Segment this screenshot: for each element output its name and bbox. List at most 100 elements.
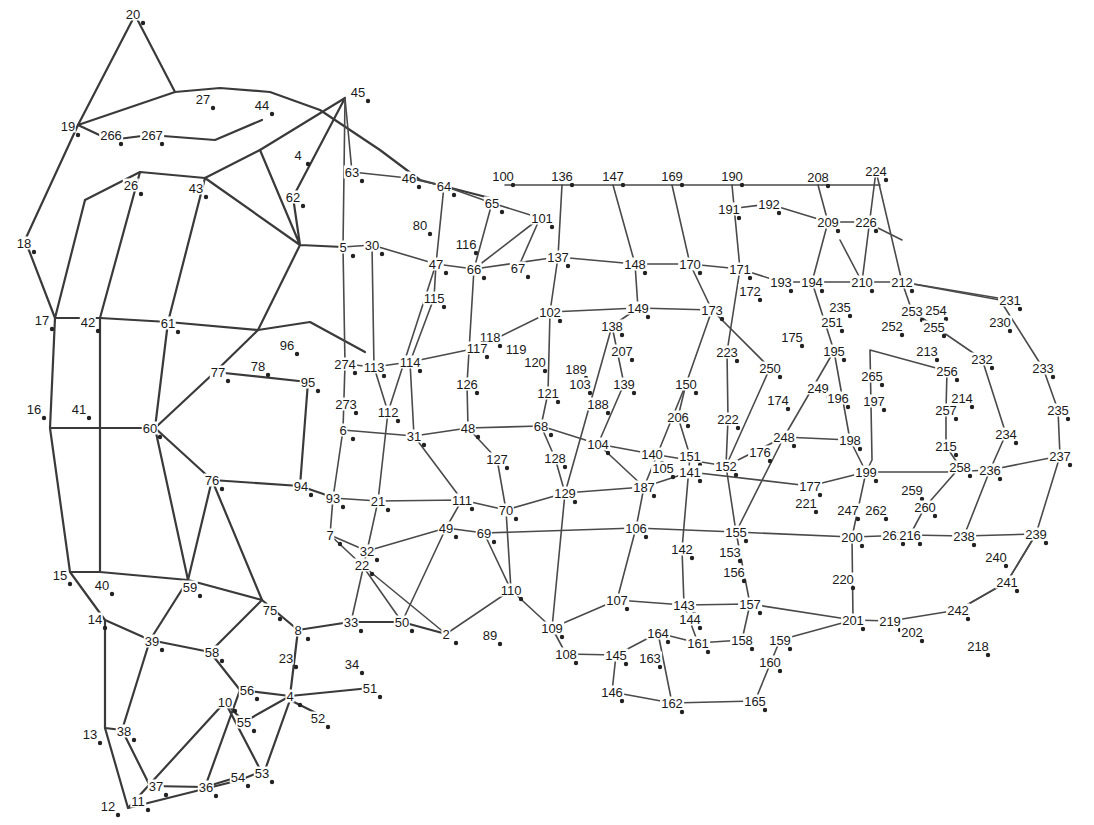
vertex-dot (606, 451, 610, 455)
vertex-dot (452, 193, 456, 197)
vertex-number: 165 (743, 695, 767, 708)
vertex-number: 221 (794, 497, 818, 510)
vertex-dot (954, 417, 958, 421)
vertex-number: 66 (466, 263, 482, 276)
vertex-dot (680, 183, 684, 187)
vertex-dot (270, 112, 274, 116)
vertex-number: 219 (878, 615, 902, 628)
vertex-dot (519, 597, 523, 601)
vertex-dot (736, 426, 740, 430)
vertex-dot (737, 216, 741, 220)
vertex-dot (396, 419, 400, 423)
vertex-dots (32, 21, 1072, 817)
vertex-number: 194 (800, 276, 824, 289)
vertex-dot (442, 305, 446, 309)
vertex-dot (620, 699, 624, 703)
vertex-dot (643, 271, 647, 275)
vertex-dot (738, 559, 742, 563)
vertex-number: 237 (1048, 450, 1072, 463)
vertex-dot (814, 510, 818, 514)
vertex-dot (570, 183, 574, 187)
vertex-dot (341, 505, 345, 509)
vertex-number: 173 (700, 304, 724, 317)
vertex-number: 206 (666, 411, 690, 424)
vertex-number: 115 (423, 292, 446, 305)
vertex-dot (933, 514, 937, 518)
vertex-number: 158 (730, 634, 754, 647)
vertex-dot (748, 276, 752, 280)
vertex-number: 169 (660, 170, 684, 183)
vertex-number: 262 (864, 504, 888, 517)
vertex-number: 76 (204, 474, 220, 487)
vertex-dot (744, 539, 748, 543)
vertex-number: 176 (748, 446, 772, 459)
vertex-number: 250 (758, 362, 782, 375)
vertex-number: 213 (915, 345, 939, 358)
vertex-number: 23 (278, 652, 294, 665)
vertex-dot (351, 437, 355, 441)
vertex-number: 70 (498, 504, 514, 517)
vertex-dot (861, 627, 865, 631)
vertex-number: 137 (546, 251, 570, 264)
vertex-dot (560, 635, 564, 639)
vertex-number: 153 (718, 546, 742, 559)
vertex-dot (380, 252, 384, 256)
vertex-number: 112 (377, 406, 400, 419)
vertex-dot (966, 617, 970, 621)
vertex-number: 174 (766, 394, 790, 407)
vertex-dot (778, 375, 782, 379)
vertex-dot (874, 229, 878, 233)
vertex-number: 31 (406, 430, 422, 443)
vertex-dot (671, 475, 675, 479)
vertex-dot (686, 424, 690, 428)
vertex-number: 145 (604, 649, 628, 662)
vertex-number: 218 (966, 640, 990, 653)
vertex-number: 152 (714, 460, 738, 473)
vertex-dot (294, 665, 298, 669)
vertex-dot (278, 617, 282, 621)
vertex-number: 109 (540, 622, 564, 635)
vertex-number: 256 (935, 365, 959, 378)
vertex-number: 220 (831, 573, 855, 586)
vertex-dot (141, 21, 145, 25)
vertex-number: 223 (715, 346, 739, 359)
vertex-number: 216 (898, 529, 922, 542)
vertex-dot (1044, 541, 1048, 545)
vertex-number: 106 (624, 522, 648, 535)
vertex-number: 113 (363, 361, 386, 374)
vertex-number: 51 (362, 682, 378, 695)
vertex-dot (644, 535, 648, 539)
vertex-number: 2 (441, 628, 450, 641)
vertex-number: 43 (188, 182, 204, 195)
vertex-number: 190 (720, 170, 744, 183)
vertex-dot (476, 435, 480, 439)
vertex-dot (96, 329, 100, 333)
vertex-dot (880, 383, 884, 387)
vertex-number: 151 (678, 450, 702, 463)
vertex-dot (851, 586, 855, 590)
vertex-dot (514, 517, 518, 521)
vertex-number: 212 (890, 276, 914, 289)
vertex-dot (301, 204, 305, 208)
vertex-dot (266, 373, 270, 377)
vertex-dot (698, 479, 702, 483)
vertex-dot (444, 271, 448, 275)
vertex-number: 114 (399, 356, 422, 369)
vertex-dot (475, 391, 479, 395)
vertex-number: 10 (217, 696, 233, 709)
vertex-dot (474, 251, 478, 255)
vertex-dot (1014, 441, 1018, 445)
vertex-number: 232 (970, 353, 994, 366)
vertex-number: 30 (364, 239, 380, 252)
vertex-dot (777, 211, 781, 215)
vertex-number: 191 (717, 203, 741, 216)
vertex-dot (316, 389, 320, 393)
vertex-dot (666, 640, 670, 644)
vertex-dot (820, 289, 824, 293)
vertex-number: 266 (99, 129, 123, 142)
vertex-dot (901, 542, 905, 546)
vertex-dot (818, 493, 822, 497)
vertex-dot (139, 192, 143, 196)
vertex-number: 56 (239, 684, 255, 697)
vertex-number: 164 (646, 627, 670, 640)
